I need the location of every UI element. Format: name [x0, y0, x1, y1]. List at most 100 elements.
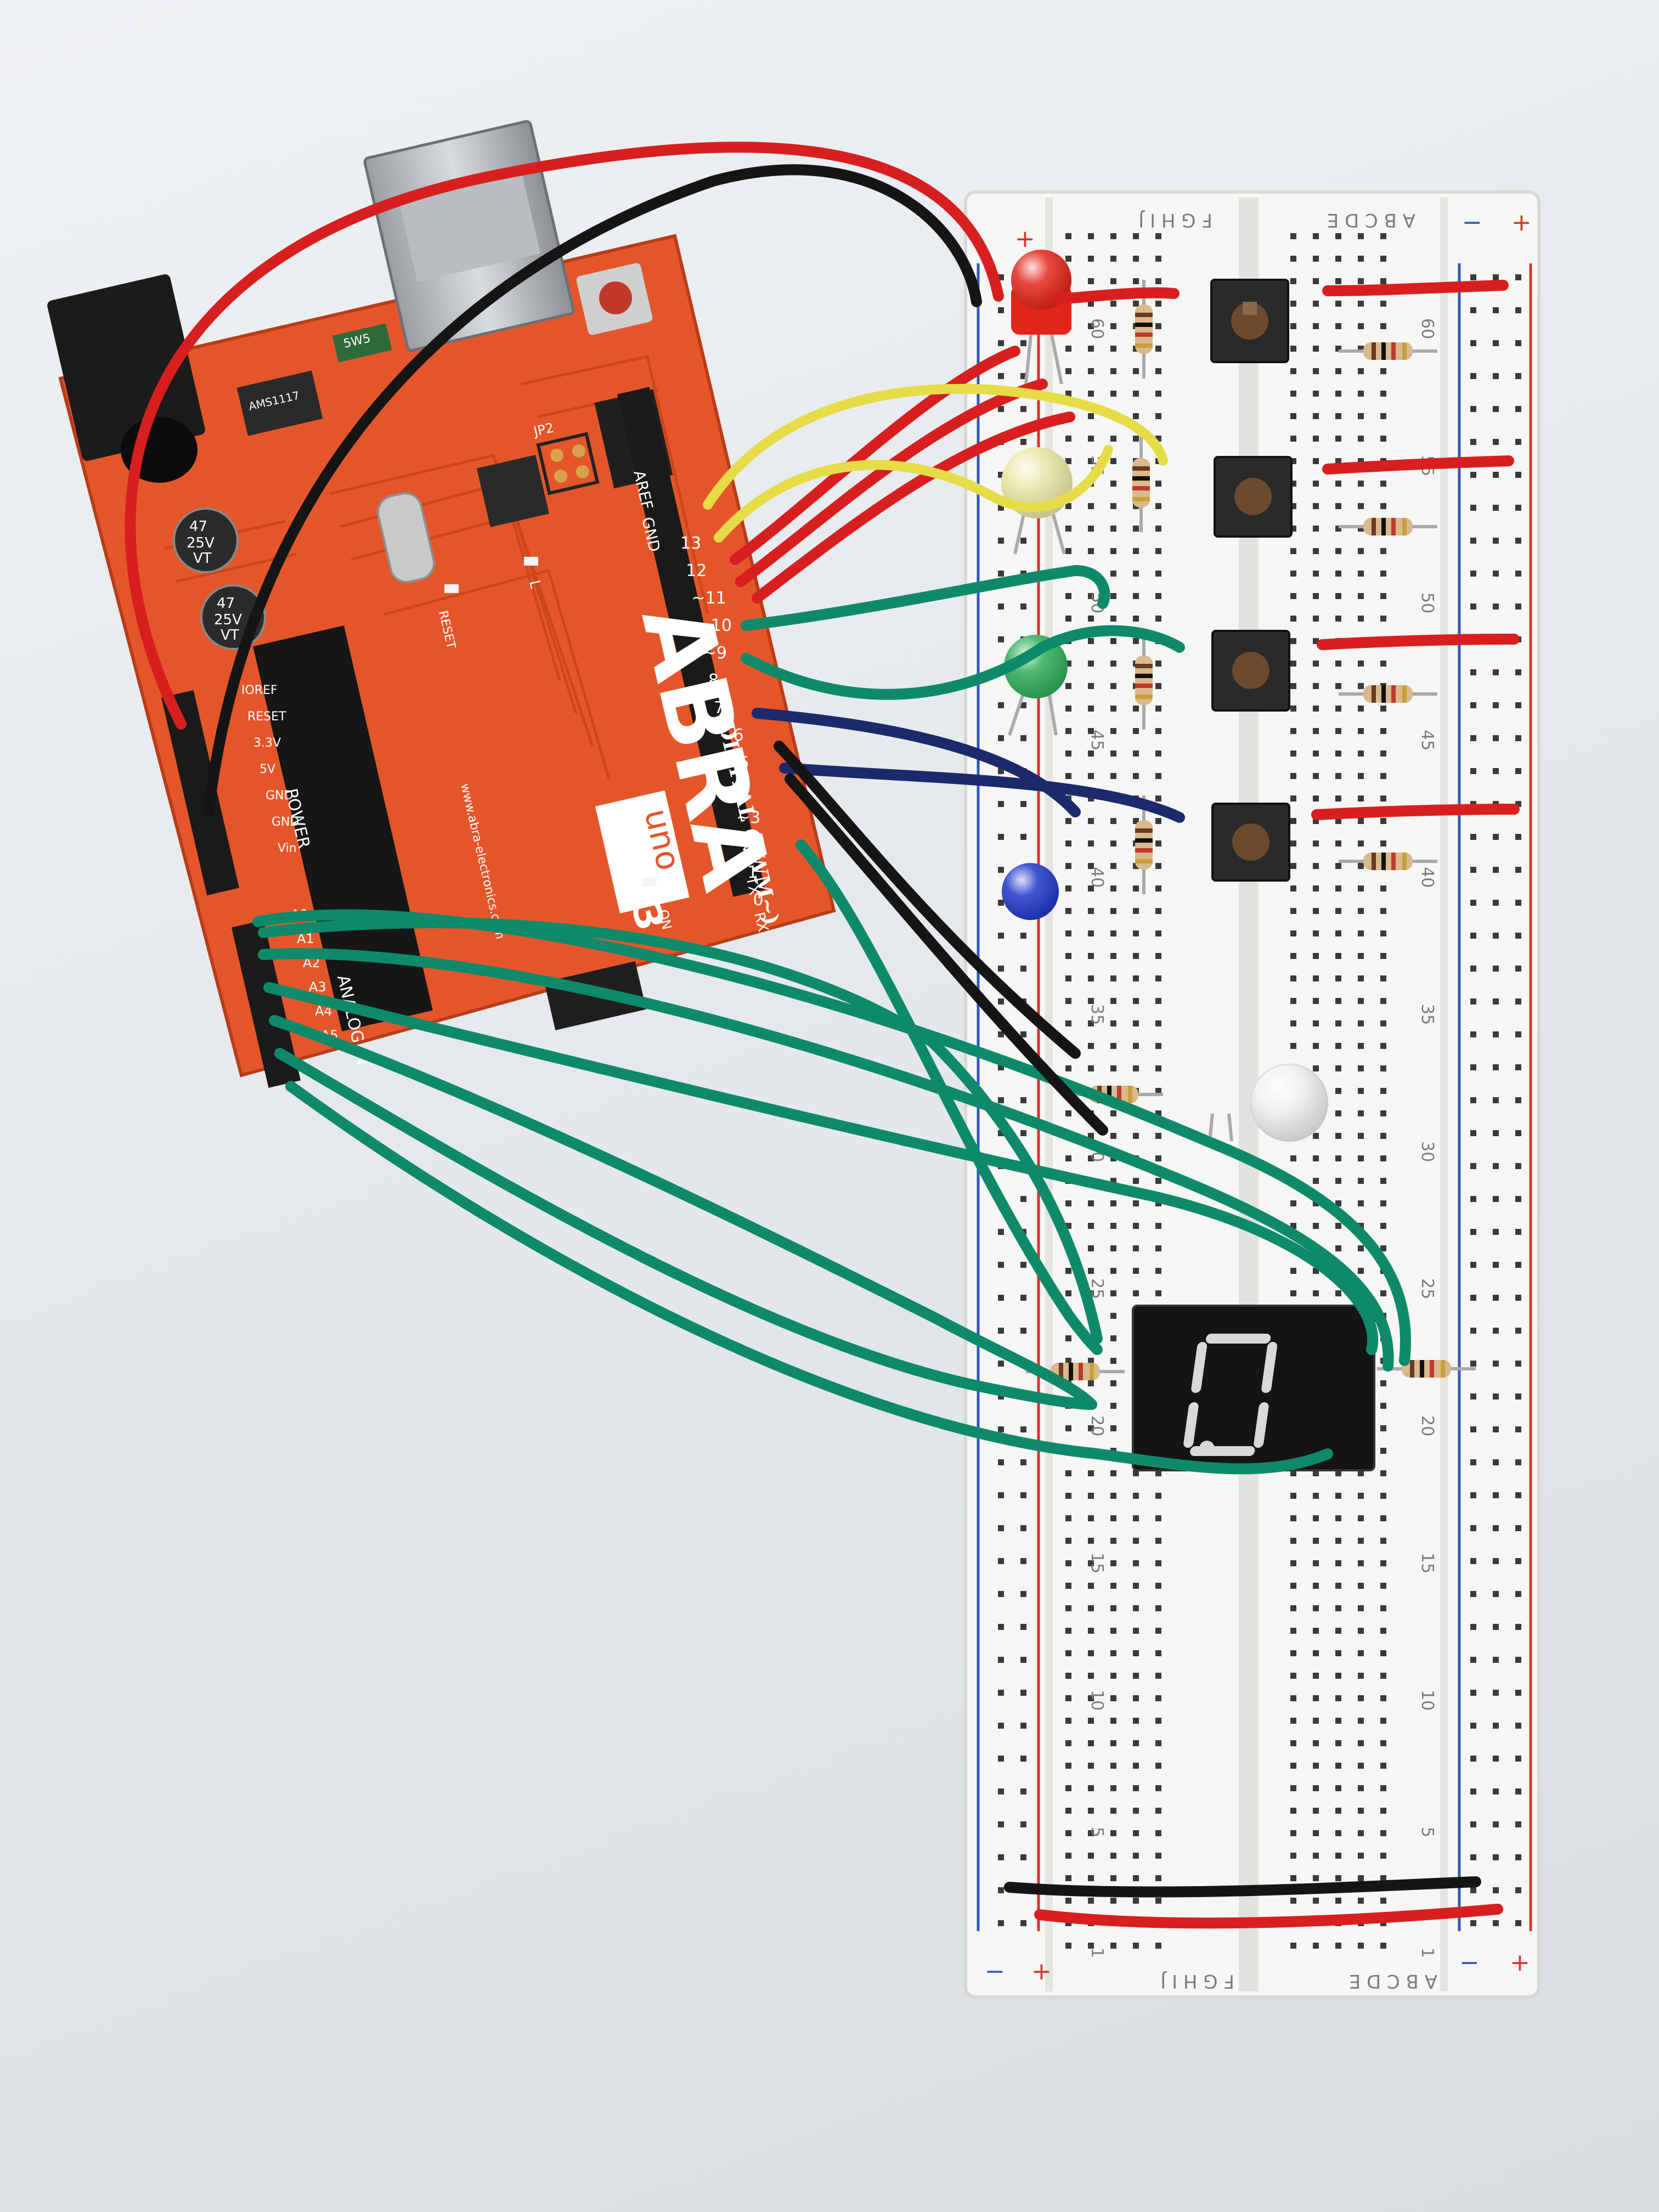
row-number-right-1: 1: [1418, 1948, 1437, 1958]
fuse: [332, 323, 392, 363]
digital-pin-label: 1: [747, 863, 758, 882]
rail-plus-bottom-right: +: [1510, 1949, 1530, 1977]
row-number-right-25: 25: [1418, 1278, 1437, 1299]
yellow-wires: [703, 383, 1168, 543]
voltage-regulator: [236, 370, 323, 436]
push-button-4[interactable]: [1211, 803, 1290, 882]
black-wires: [203, 164, 1481, 1898]
push-button-3[interactable]: [1211, 630, 1290, 712]
segment-c: [1254, 1402, 1269, 1448]
resistors: [1026, 280, 1476, 1380]
model-badge: [595, 790, 690, 913]
atmega-chip: [253, 625, 433, 1031]
capacitor-1-voltage: 25V: [187, 535, 215, 551]
capacitor-1-series: VT: [193, 550, 212, 567]
seven-segment-display: [1132, 1305, 1375, 1471]
dc-jack: [47, 274, 205, 461]
segment-b: [1261, 1342, 1278, 1393]
power-pin-labels: IOREF RESET 3.3V 5V GND GND Vin: [241, 684, 299, 855]
digital-pin-label: ~5: [725, 753, 749, 772]
jp2-pad-1: [550, 449, 563, 462]
analog-header: [232, 920, 301, 1088]
digital-header: [617, 387, 765, 897]
power-pin-label: 5V: [259, 763, 275, 776]
jp2-pad-4: [576, 465, 589, 478]
row-number-left-60: 60: [1087, 318, 1107, 339]
row-number-right-30: 30: [1418, 1141, 1437, 1162]
power-pin-label: 3.3V: [253, 736, 281, 750]
row-number-right-10: 10: [1418, 1690, 1437, 1711]
digital-pin-label: 8: [708, 671, 719, 690]
row-number-left-45: 45: [1087, 730, 1107, 751]
resistor: [1135, 795, 1153, 894]
row-number-right-15: 15: [1418, 1553, 1437, 1573]
resistor: [1339, 342, 1437, 360]
row-number-left-35: 35: [1087, 1004, 1107, 1025]
row-number-right-5: 5: [1418, 1827, 1437, 1837]
rail-minus-top-right: −: [1462, 208, 1482, 236]
digital-pin-label: 7: [714, 698, 724, 718]
rail-groove-right: [1440, 198, 1448, 1991]
digital-pin-label: 13: [680, 534, 701, 553]
capacitor-2-series: VT: [221, 627, 239, 644]
rail-holes-right: [1466, 263, 1526, 1931]
row-number-right-35: 35: [1418, 1004, 1437, 1025]
power-pin-label: RESET: [247, 710, 286, 724]
row-number-left-10: 10: [1087, 1690, 1107, 1711]
rail-plus-top-left: +: [1015, 225, 1035, 253]
push-buttons: [1210, 279, 1293, 882]
digital-pin-label: ~3: [736, 808, 760, 827]
column-letters-bottom-left: F G H I J: [1160, 1970, 1234, 1992]
jp2-pad-2: [572, 444, 585, 458]
resistor: [1339, 853, 1437, 870]
column-letters-top-right: A B C D E: [1327, 209, 1415, 231]
power-pin-label: GND: [272, 815, 299, 829]
row-number-right-45: 45: [1418, 730, 1437, 751]
reset-button[interactable]: [599, 281, 632, 314]
push-button-2[interactable]: [1214, 456, 1293, 538]
jp2-header: [536, 432, 600, 495]
on-led: [642, 878, 656, 887]
row-number-left-20: 20: [1087, 1415, 1107, 1436]
rail-holes-left: [985, 263, 1034, 1931]
blue-led: [1002, 863, 1059, 920]
power-pin-label: IOREF: [241, 684, 278, 697]
column-letters-bottom-right: A B C D E: [1349, 1970, 1437, 1992]
red-wires: [125, 142, 1520, 1929]
arduino-board: 47 25V VT 47 25V VT AMS1117 5W5 JP2 A: [47, 120, 836, 1088]
analog-pin-label: A3: [309, 979, 326, 995]
digital-pin-label: ~10: [697, 616, 732, 635]
row-number-right-40: 40: [1418, 867, 1437, 888]
row-number-left-5: 5: [1087, 1827, 1107, 1837]
power-pin-label: Vin: [278, 842, 297, 855]
power-header: [161, 690, 239, 896]
digital-pin-label: 4: [731, 781, 741, 800]
push-button-1[interactable]: [1210, 279, 1289, 363]
digital-pin-label: 0: [753, 890, 764, 910]
rail-plus-top-right: +: [1511, 208, 1532, 236]
segment-e: [1183, 1402, 1199, 1448]
row-number-right-60: 60: [1418, 318, 1437, 339]
row-number-right-50: 50: [1418, 592, 1437, 613]
row-number-left-40: 40: [1087, 867, 1107, 888]
digital-pin-label: 12: [686, 561, 707, 580]
usb-connector-inner: [397, 168, 541, 282]
segment-f: [1191, 1342, 1207, 1393]
resistor: [1377, 1360, 1476, 1378]
green-led: [1004, 635, 1068, 736]
digital-pin-label: 2: [742, 836, 752, 855]
resistor: [1132, 433, 1150, 532]
green-wires: [252, 565, 1411, 1475]
row-number-right-20: 20: [1418, 1415, 1437, 1436]
crystal: [377, 492, 435, 583]
column-letters-top-left: F G H I J: [1138, 209, 1212, 231]
digital-pin-label: ~6: [719, 726, 743, 745]
power-pin-label: GND: [266, 789, 293, 803]
row-number-left-15: 15: [1087, 1553, 1107, 1573]
jp2-pad-3: [554, 470, 567, 483]
usb-chip: [477, 455, 549, 527]
resistor: [1339, 518, 1437, 535]
